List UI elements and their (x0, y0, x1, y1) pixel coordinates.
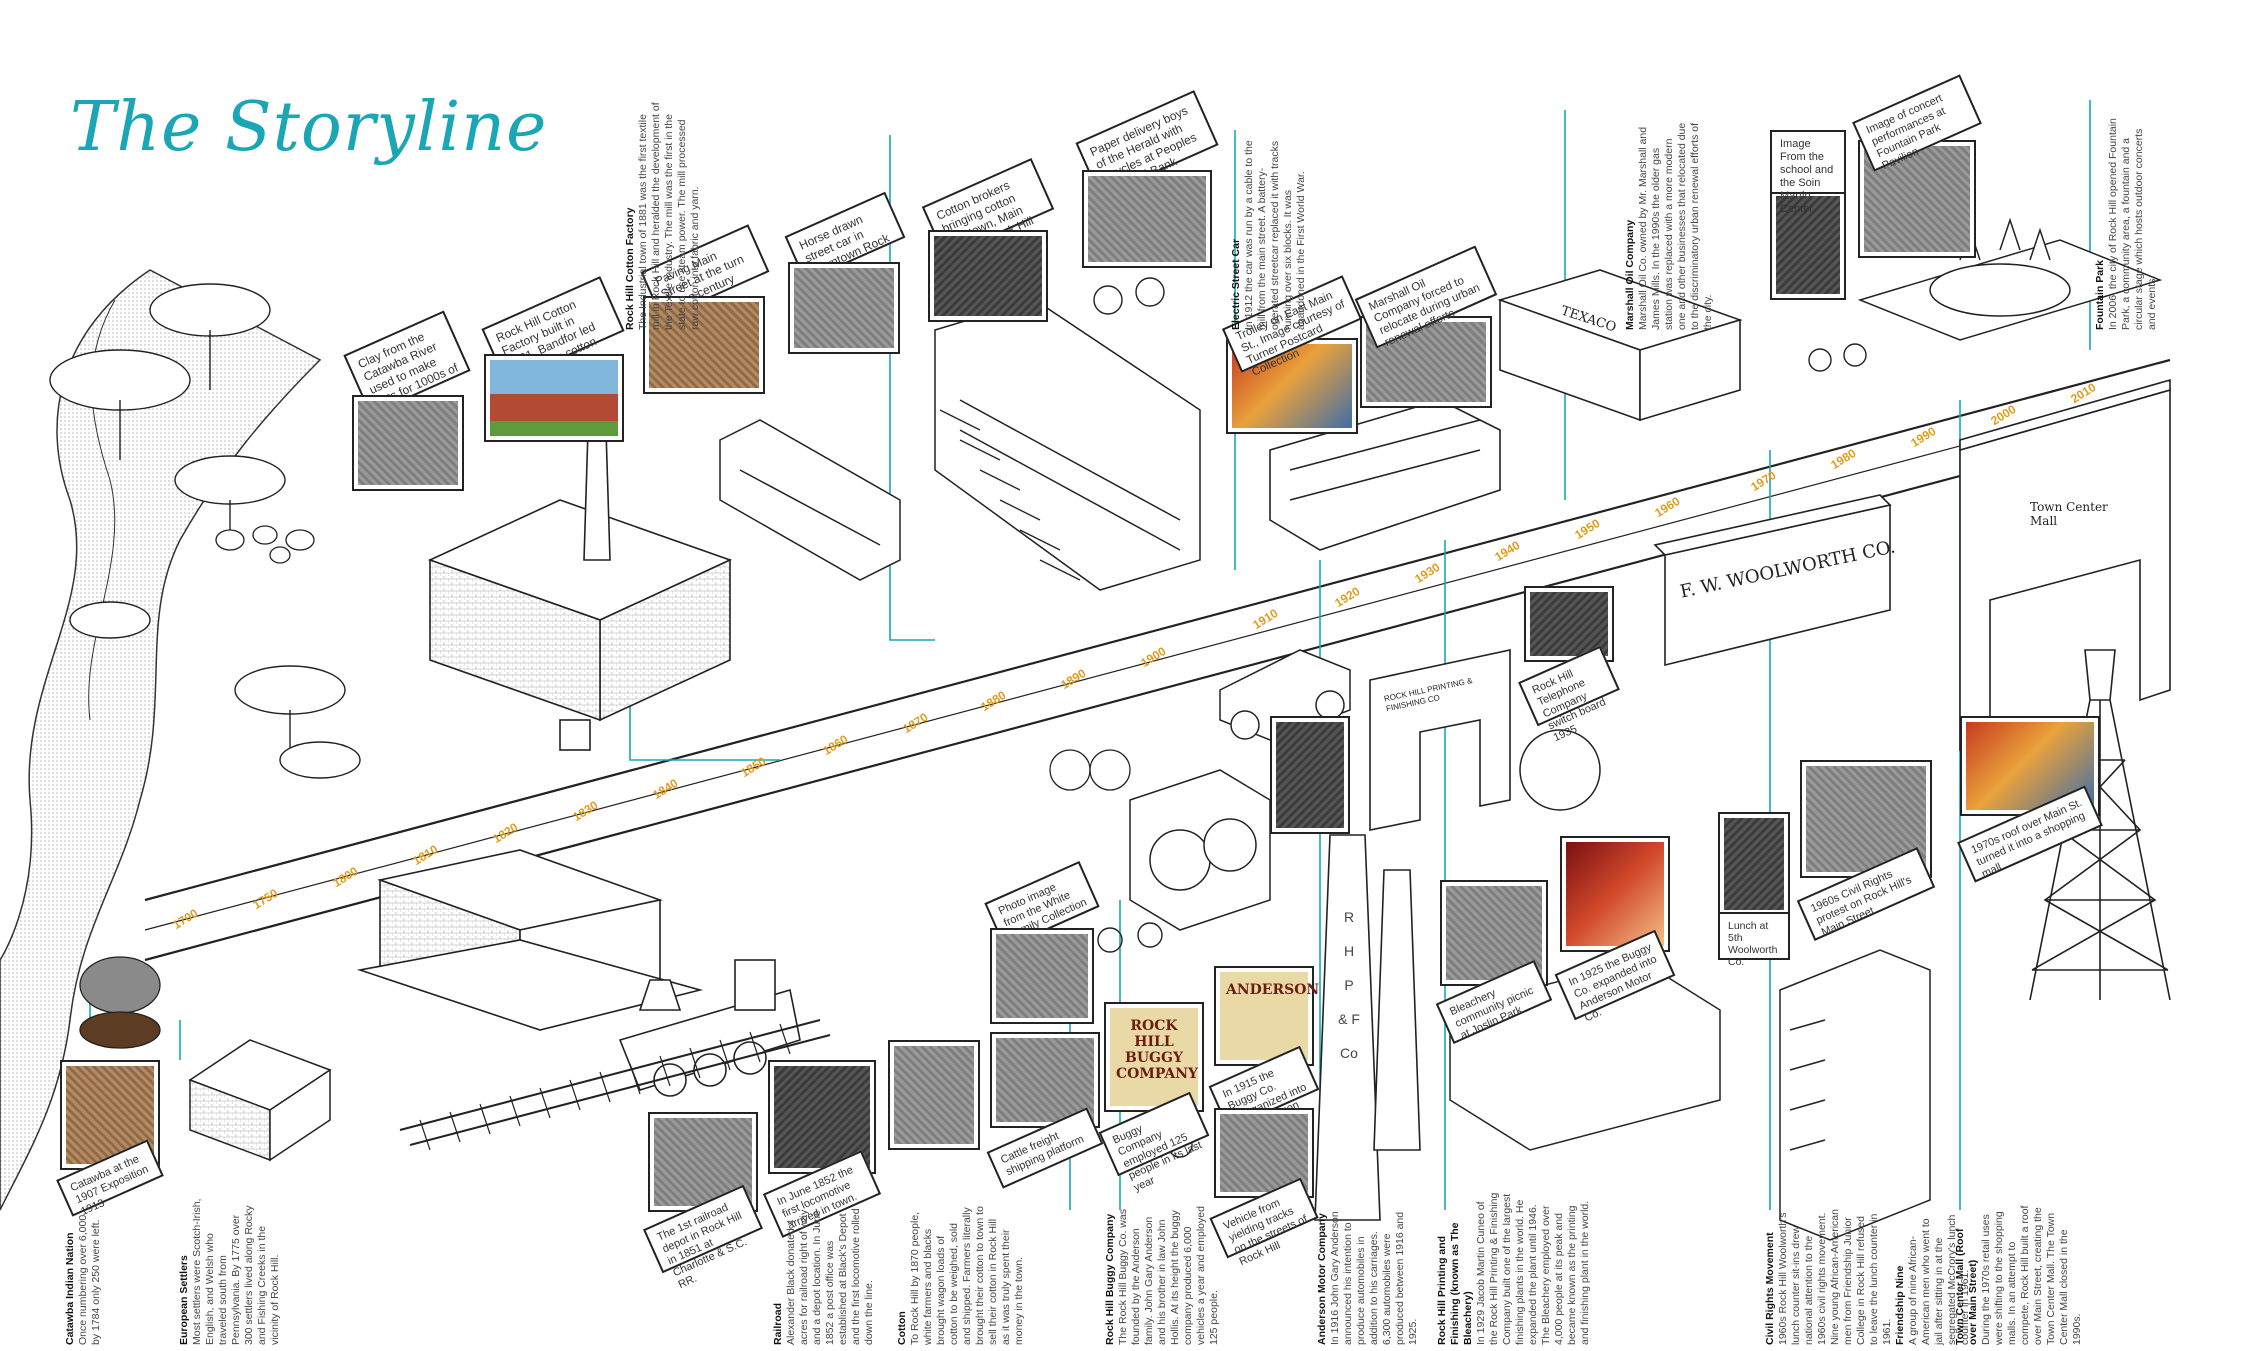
note-cotton-body: To Rock Hill by 1870 people, white farme… (909, 1206, 1025, 1345)
note-cotton-factory-head: Rock Hill Cotton Factory (624, 207, 636, 330)
photo-buggy-1925 (1560, 836, 1670, 952)
note-anderson-motor: Anderson Motor Company In 1916 John Gary… (1316, 1205, 1420, 1345)
note-european-body: Most settlers were Scotch-Irish, English… (191, 1198, 281, 1345)
note-town-center-body: During the 1970s retail uses were shifti… (1980, 1205, 2083, 1345)
note-anderson-body: In 1916 John Gary Anderson announced his… (1329, 1211, 1419, 1345)
photo-cotton-brokers (928, 230, 1048, 322)
photo-horse-streetcar (788, 262, 900, 354)
modern-building (1779, 949, 1931, 1241)
note-cotton-factory: Rock Hill Cotton Factory The Industrial … (624, 100, 702, 330)
town-center-mall-sign: Town Center Mall (2030, 500, 2108, 528)
photo-white-family (990, 928, 1094, 1024)
photo-cotton-factory (484, 354, 624, 442)
trolley-car (1269, 399, 1501, 551)
note-civil-body: 1960s Rock Hill Woolworth's lunch counte… (1777, 1209, 1893, 1345)
note-town-center-head: Town Center Mall (Roof over Main Street) (1954, 1228, 1979, 1345)
note-marshall-body: Marshall Oil Co. owned by Mr. Marshall a… (1637, 122, 1714, 330)
note-buggy-body: The Rock Hill Buggy Co. was founded by t… (1117, 1206, 1220, 1345)
photo-buggy-company-cover: ROCK HILL BUGGY COMPANY (1104, 1002, 1204, 1112)
smokestack-letters: R H P & F Co (1338, 909, 1360, 1061)
texaco-station (1497, 269, 1743, 422)
note-european-settlers: European Settlers Most settlers were Sco… (178, 1195, 282, 1345)
note-friendship-head: Friendship Nine (1894, 1265, 1906, 1345)
note-anderson-head: Anderson Motor Company (1316, 1213, 1328, 1345)
locomotive (618, 959, 801, 1097)
note-railroad-head: Railroad (772, 1302, 784, 1345)
page-title: The Storyline (70, 88, 548, 167)
note-bleachery: Rock Hill Printing and Finishing (known … (1436, 1190, 1592, 1345)
photo-clay-pots (352, 395, 464, 491)
fountain-park (1857, 217, 2163, 341)
caption-school-soin: Image From the school and the Soin Marti… (1770, 130, 1846, 215)
photo-anderson-ad (1270, 716, 1350, 834)
note-cotton: Cotton To Rock Hill by 1870 people, whit… (896, 1205, 1026, 1345)
note-european-head: European Settlers (178, 1255, 190, 1345)
note-fountain-park: Fountain Park In 2006, the city of Rock … (2094, 110, 2159, 330)
note-railroad-body: Alexander Black donated 4 acres for rail… (785, 1208, 875, 1345)
note-buggy-head: Rock Hill Buggy Company (1104, 1213, 1116, 1345)
photo-paper-boys (1082, 170, 1212, 268)
photo-cotton-wagons (888, 1040, 980, 1150)
note-electric-streetcar: Electric Street Car In 1912 the car was … (1230, 140, 1308, 330)
town-center-mall-roof (1959, 378, 2171, 752)
buggy-cover-title: ROCK HILL BUGGY COMPANY (1116, 1018, 1198, 1082)
photo-woolworth-lunch (1718, 812, 1790, 916)
early-streetcar (719, 419, 901, 581)
note-fountain-body: In 2006, the city of Rock Hill opened Fo… (2107, 118, 2158, 330)
note-catawba-body: Once numbering over 6,000 by 1784 only 2… (77, 1214, 102, 1345)
note-electric-body: In 1912 the car was run by a cable to th… (1243, 140, 1307, 330)
photo-main-street-paving (643, 296, 765, 394)
photo-street-vehicles (1214, 1108, 1314, 1198)
bleachery-arch (1369, 649, 1511, 831)
note-civil-rights: Civil Rights Movement 1960s Rock Hill Wo… (1764, 1205, 1972, 1345)
note-electric-head: Electric Street Car (1230, 238, 1242, 330)
note-cotton-head: Cotton (896, 1311, 908, 1345)
settler-cabin (188, 1039, 332, 1162)
note-railroad: Railroad Alexander Black donated 4 acres… (772, 1205, 876, 1345)
note-printing-head: Rock Hill Printing and Finishing (known … (1436, 1222, 1474, 1345)
note-fountain-head: Fountain Park (2094, 259, 2106, 330)
anderson-cover-title: ANDERSON (1226, 982, 1320, 998)
note-catawba: Catawba Indian Nation Once numbering ove… (64, 1205, 103, 1345)
horse-carts (939, 409, 1131, 791)
note-civil-head: Civil Rights Movement (1764, 1232, 1776, 1345)
note-printing-body: In 1929 Jacob Martin Cuneo of the Rock H… (1475, 1192, 1591, 1345)
note-catawba-head: Catawba Indian Nation (64, 1232, 76, 1345)
note-buggy-company: Rock Hill Buggy Company The Rock Hill Bu… (1104, 1200, 1221, 1345)
photo-first-locomotive (768, 1060, 876, 1174)
trees (49, 283, 361, 779)
note-marshall-head: Marshall Oil Company (1624, 219, 1636, 330)
water-tower (2029, 649, 2171, 1001)
pottery (79, 525, 315, 1049)
note-town-center-mall: Town Center Mall (Roof over Main Street)… (1954, 1205, 2084, 1345)
note-cotton-factory-body: The Industrial town of 1881 was the firs… (637, 102, 701, 330)
photo-fountain-concert (1858, 140, 1976, 258)
cotton-factory-building (427, 429, 733, 751)
rail-track (399, 1019, 831, 1151)
caption-woolworth-lunch: Lunch at 5th Woolworth Co. (1718, 912, 1790, 968)
storefront-building (934, 299, 1201, 591)
railroad-depot (356, 849, 704, 1031)
woolworth-building (1653, 494, 1892, 667)
note-marshall-oil: Marshall Oil Company Marshall Oil Co. ow… (1624, 120, 1715, 330)
smokestacks (1314, 834, 1421, 1221)
